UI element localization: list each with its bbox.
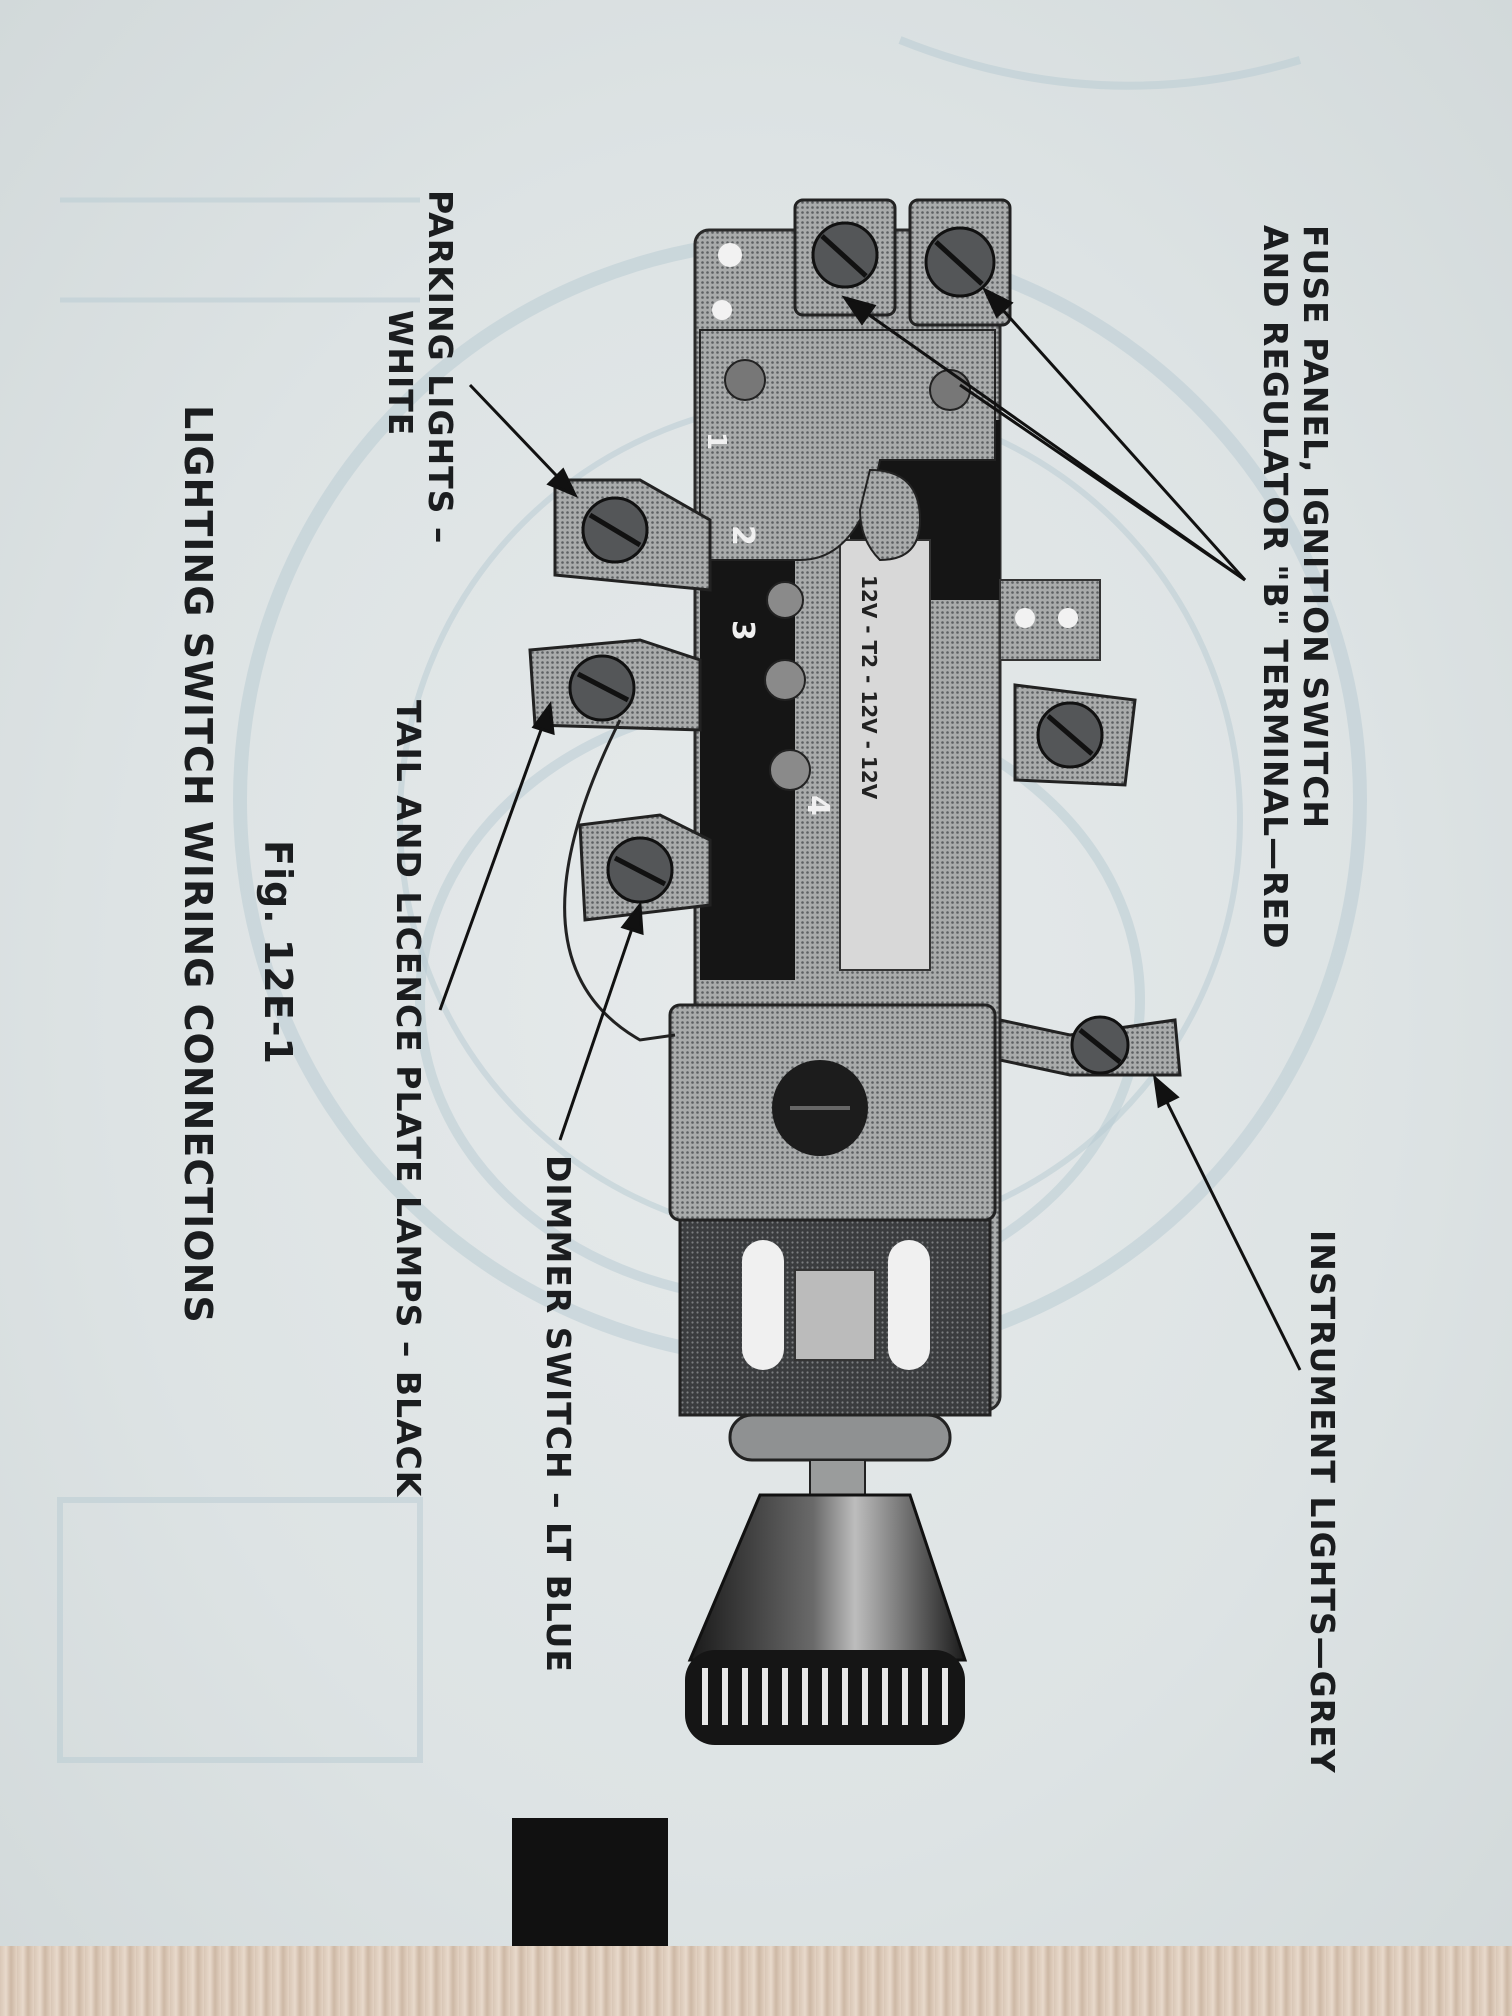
plate-stamp: 12V - T2 - 12V - 12V <box>857 575 881 800</box>
terminal-number-4: 4 <box>800 795 835 816</box>
callout-parking-lights: PARKING LIGHTS – WHITE <box>381 190 460 545</box>
callout-tail-licence: TAIL AND LICENCE PLATE LAMPS – BLACK <box>389 700 428 1498</box>
terminal-tail <box>528 638 702 732</box>
leader-lines <box>438 286 1302 1371</box>
callout-fuse-panel: FUSE PANEL, IGNITION SWITCH AND REGULATO… <box>1256 225 1335 950</box>
terminal-number-1: 1 <box>701 432 731 450</box>
figure-number: Fig. 12E-1 <box>256 840 300 1065</box>
callout-dimmer-switch: DIMMER SWITCH – LT BLUE <box>539 1155 578 1673</box>
terminal-number-2: 2 <box>725 525 760 546</box>
terminal-dimmer <box>578 813 712 922</box>
figure-title: LIGHTING SWITCH WIRING CONNECTIONS <box>176 405 220 1324</box>
terminal-number-3: 3 <box>725 620 760 641</box>
terminal-parking <box>553 478 712 592</box>
black-tab-marker <box>512 1818 668 1946</box>
switch-frame <box>528 198 1182 1745</box>
callout-instrument-lights: INSTRUMENT LIGHTS—GREY <box>1303 1230 1342 1774</box>
wood-surface <box>0 1946 1512 2016</box>
terminal-right <box>1013 683 1137 787</box>
terminal-instrument <box>998 1015 1182 1077</box>
